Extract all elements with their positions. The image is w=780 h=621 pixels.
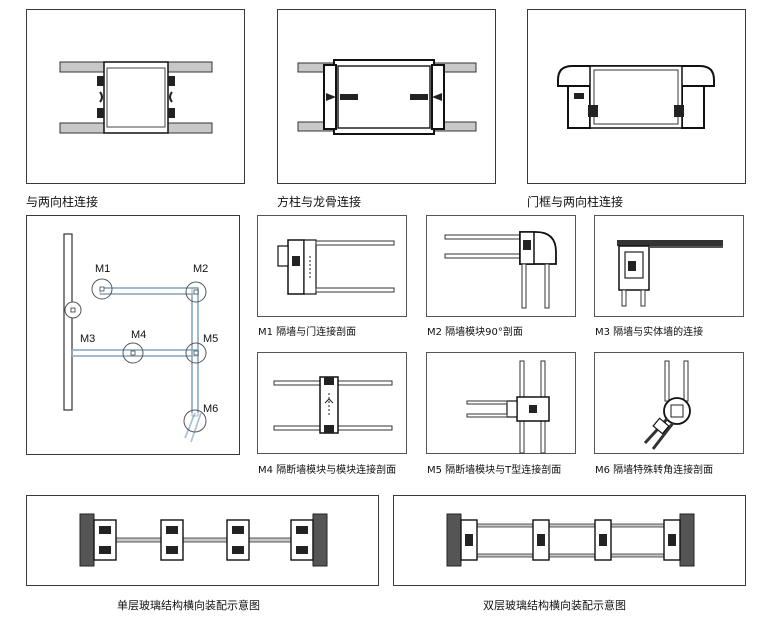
caption-m4: M4 隔断墙模块与模块连接剖面 [258,465,397,476]
panel-floor-plan: M1 M2 M3 M4 M5 M6 [26,215,240,455]
caption-m6: M6 隔墙特殊转角连接剖面 [595,465,714,476]
single-profile-2 [160,519,184,561]
panel-m2 [426,215,576,317]
single-glass-drawing [79,513,328,567]
double-profile-1 [460,519,478,561]
m3-drawing [617,240,723,307]
plan-label-m3: M3 [80,333,95,345]
caption-m1: M1 隔墙与门连接剖面 [258,327,357,338]
double-profile-4 [663,519,681,561]
caption-m5: M5 隔断墙模块与T型连接剖面 [427,465,562,476]
marker-m6 [183,409,207,433]
marker-m4 [122,342,144,364]
plan-label-m4: M4 [131,329,146,341]
plan-label-m5: M5 [203,333,218,345]
caption-double-glass: 双层玻璃结构横向装配示意图 [483,599,626,612]
panel-m3 [594,215,744,317]
m5-drawing [466,360,550,454]
square-column-drawing [297,59,477,135]
caption-door-frame: 门框与两向柱连接 [527,195,624,209]
plan-label-m1: M1 [95,263,110,275]
plan-label-m6: M6 [203,403,218,415]
panel-double-glass [393,495,746,586]
caption-m2: M2 隔墙模块90°剖面 [427,327,523,338]
m4-drawing [273,376,393,434]
marker-m2 [185,281,207,303]
m6-drawing [643,360,691,450]
panel-two-way-column [26,9,245,184]
panel-m5 [426,352,576,454]
marker-m5 [185,342,207,364]
marker-m1 [91,278,113,300]
double-glass-drawing [446,513,695,567]
m2-drawing [444,231,557,309]
floor-plan-drawing: M1 M2 M3 M4 M5 M6 [63,233,218,443]
single-profile-4 [290,519,314,561]
panel-square-column [277,9,496,184]
panel-m1 [257,215,407,317]
panel-m4 [257,352,407,454]
single-profile-1 [93,519,117,561]
panel-m6 [594,352,744,454]
caption-two-way-column: 与两向柱连接 [26,195,99,209]
plan-label-m2: M2 [193,263,208,275]
caption-single-glass: 单层玻璃结构横向装配示意图 [117,599,260,612]
panel-single-glass [26,495,379,586]
caption-m3: M3 隔墙与实体墙的连接 [595,327,704,338]
door-frame-drawing [557,65,715,129]
two-way-column-drawing [59,61,213,134]
double-profile-2 [532,519,550,561]
panel-door-frame [527,9,746,184]
caption-square-column: 方柱与龙骨连接 [277,195,362,209]
single-profile-3 [226,519,250,561]
m1-drawing [277,239,395,295]
double-profile-3 [594,519,612,561]
